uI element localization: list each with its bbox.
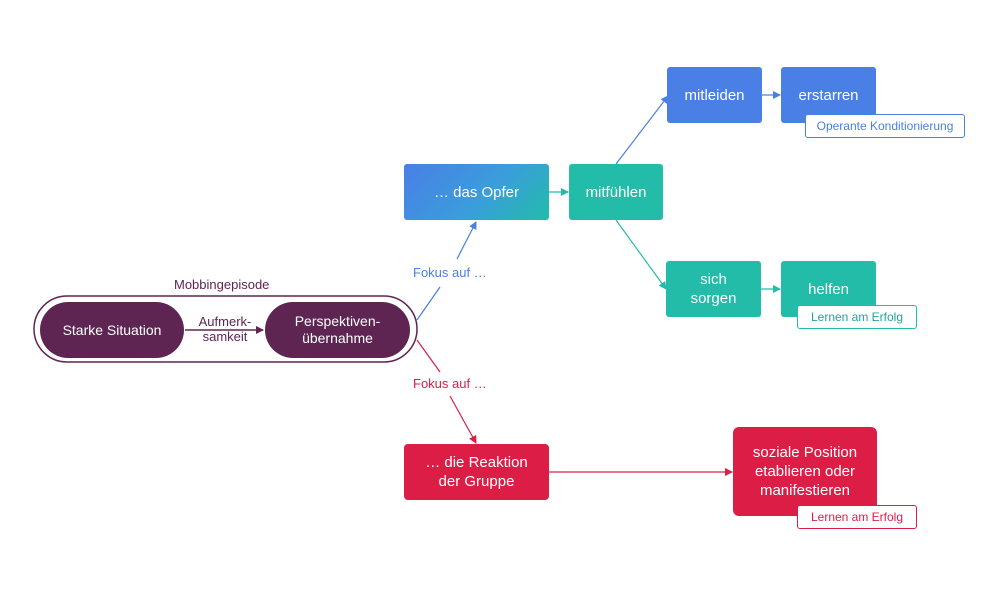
- aufmerksamkeit-label: Aufmerk- samkeit: [198, 314, 252, 344]
- arrow-focus-lower-b: [449, 395, 477, 444]
- erstarren-node: erstarren: [781, 67, 876, 123]
- episode-title: Mobbingepisode: [174, 277, 270, 292]
- lernen-am-erfolg-tag-helfen: Lernen am Erfolg: [797, 305, 917, 329]
- arrow-mitfuehlen-sorgen: [615, 219, 667, 290]
- arrow-focus-upper-b: [456, 221, 477, 260]
- arrow-focus-upper-a: [416, 286, 441, 321]
- arrow-mitfuehlen-mitleiden: [615, 95, 669, 165]
- soziale-position-node: soziale Position etablieren oder manifes…: [733, 427, 877, 516]
- opfer-node: … das Opfer: [404, 164, 549, 220]
- reaktion-gruppe-node: … die Reaktion der Gruppe: [404, 444, 549, 500]
- operante-konditionierung-tag: Operante Konditionierung: [805, 114, 965, 138]
- sich-sorgen-node: sich sorgen: [666, 261, 761, 317]
- focus-label-lower: Fokus auf …: [413, 376, 487, 391]
- starke-situation-node: Starke Situation: [40, 302, 184, 358]
- focus-label-upper: Fokus auf …: [413, 265, 487, 280]
- arrow-focus-lower-a: [416, 339, 441, 373]
- mitfuehlen-node: mitfühlen: [569, 164, 663, 220]
- lernen-am-erfolg-tag-position: Lernen am Erfolg: [797, 505, 917, 529]
- mitleiden-node: mitleiden: [667, 67, 762, 123]
- perspektivenuebernahme-node: Perspektiven- übernahme: [265, 302, 410, 358]
- episode-container: [33, 295, 418, 363]
